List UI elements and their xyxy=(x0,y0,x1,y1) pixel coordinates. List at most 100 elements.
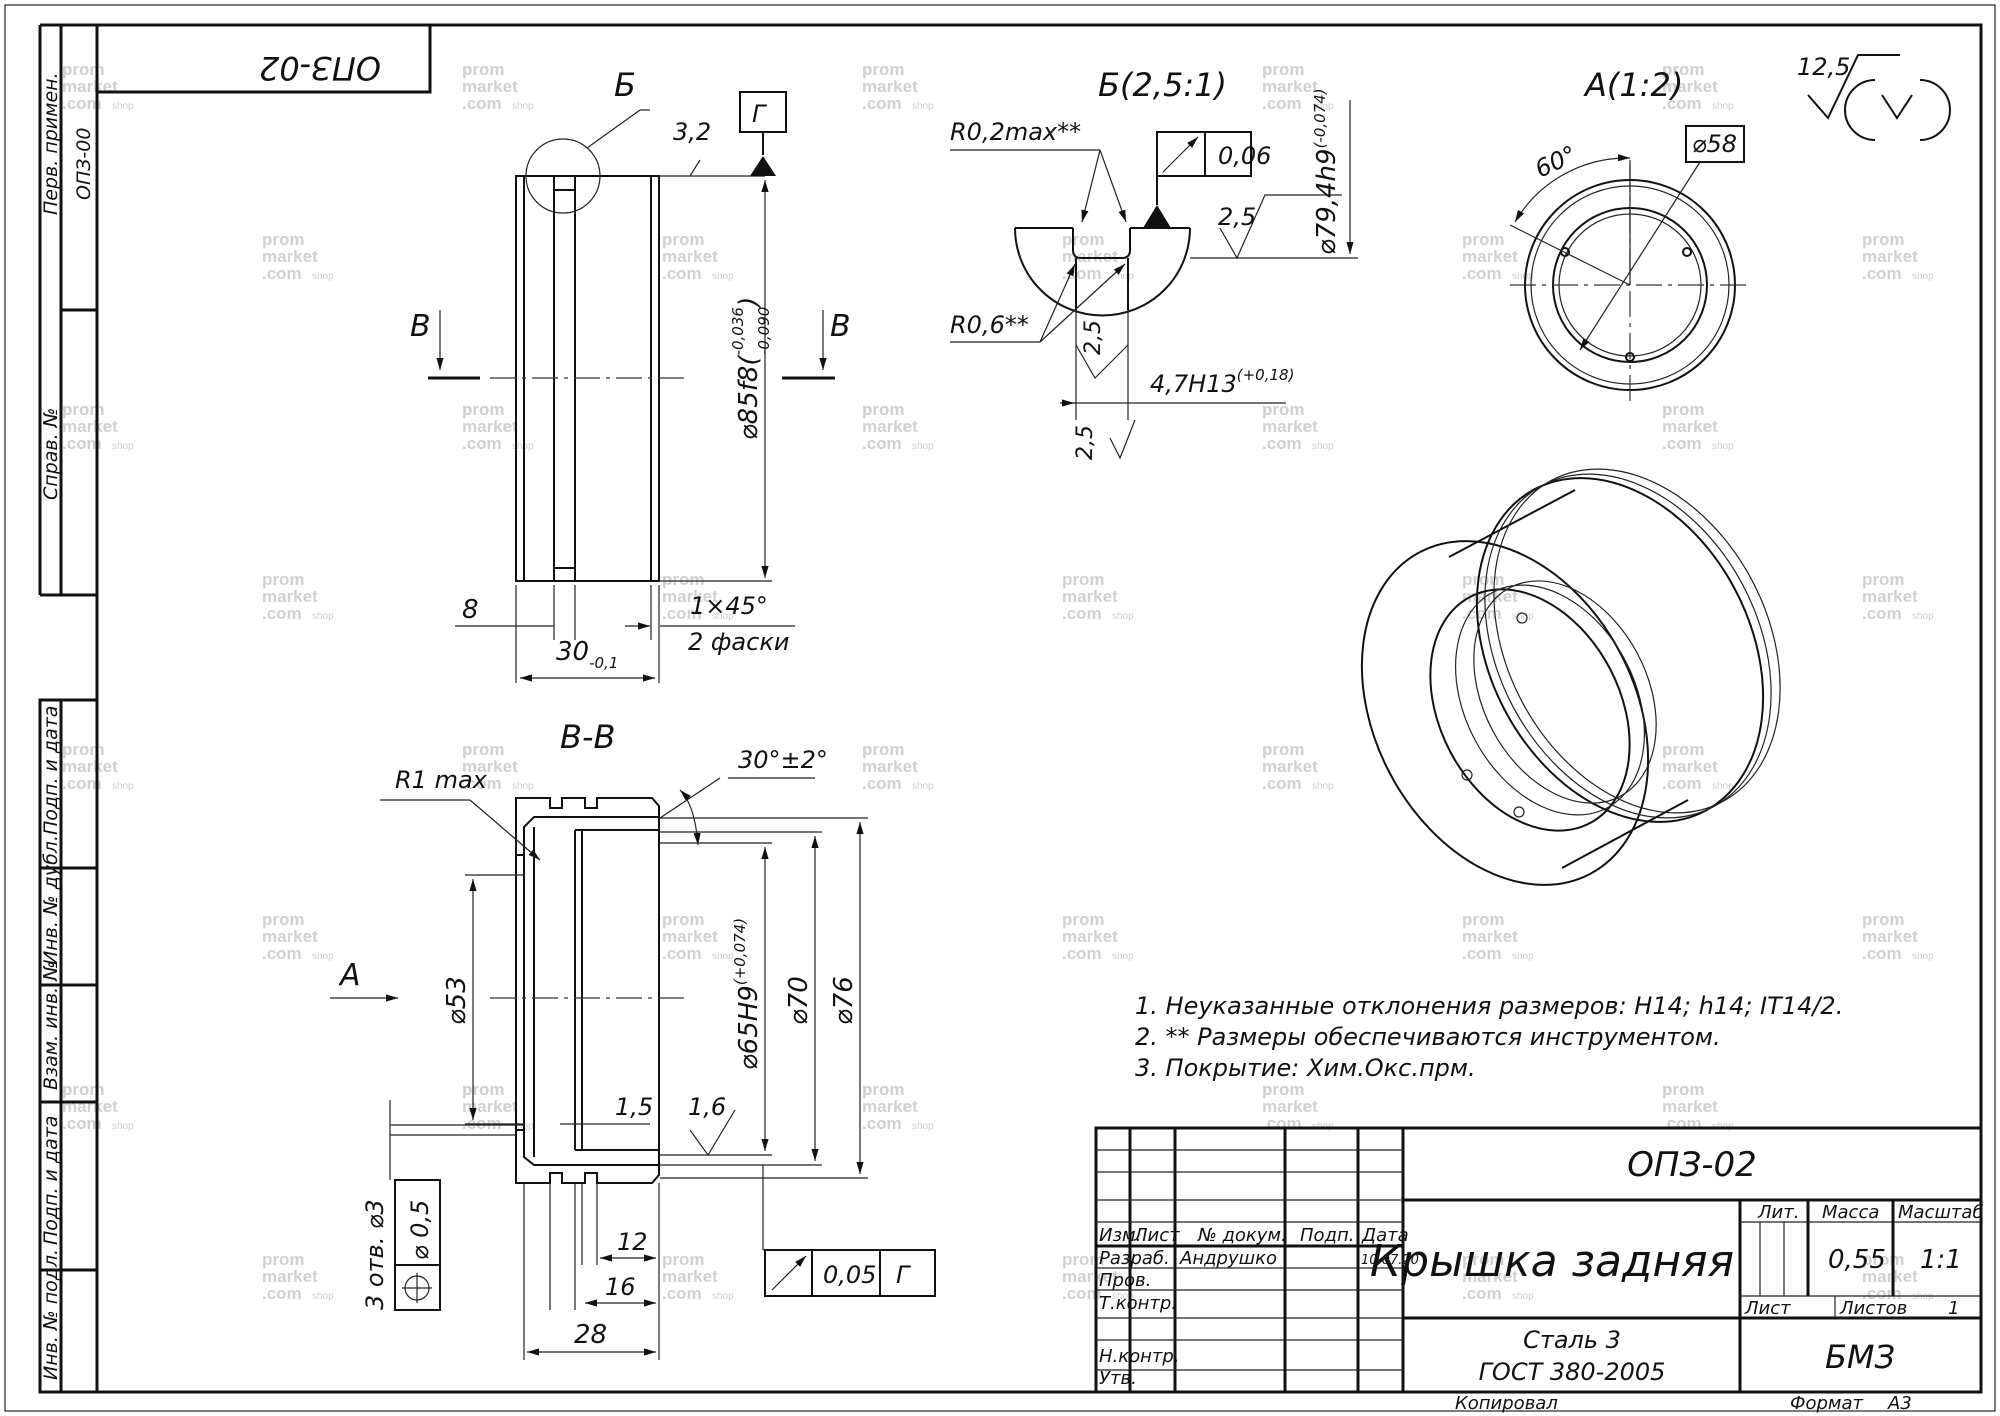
r02-note: R0,2max** xyxy=(950,118,1081,146)
svg-text:prom: prom xyxy=(262,570,305,589)
svg-text:shop: shop xyxy=(312,611,334,622)
svg-text:market: market xyxy=(1662,757,1718,776)
first-use-value: ОПЗ-00 xyxy=(73,128,95,200)
svg-text:market: market xyxy=(862,417,918,436)
runout-006: 0,06 xyxy=(1218,142,1271,170)
detail-b-title: Б(2,5:1) xyxy=(1098,66,1227,104)
dim-d76: ⌀76 xyxy=(829,976,859,1025)
svg-text:prom: prom xyxy=(62,60,105,79)
stamp-code: ОПЗ-02 xyxy=(259,49,381,87)
title-block: Изм. Лист № докум. Подп. Дата Разраб. Пр… xyxy=(1094,1126,1984,1394)
svg-text:.com: .com xyxy=(1062,944,1102,963)
svg-text:shop: shop xyxy=(112,781,134,792)
svg-text:.com: .com xyxy=(1262,774,1302,793)
svg-text:shop: shop xyxy=(912,781,934,792)
svg-text:shop: shop xyxy=(512,101,534,112)
tb-h-list: Лист xyxy=(1133,1225,1180,1246)
svg-text:market: market xyxy=(1862,247,1918,266)
ref-no-label: Справ. № xyxy=(40,408,62,500)
svg-text:shop: shop xyxy=(1512,951,1534,962)
sheet-footer: Копировал Формат А3 xyxy=(1455,1393,1912,1414)
svg-text:shop: shop xyxy=(1512,271,1534,282)
svg-text:market: market xyxy=(1462,927,1518,946)
svg-text:market: market xyxy=(1662,1097,1718,1116)
svg-text:market: market xyxy=(662,927,718,946)
svg-text:prom: prom xyxy=(1262,60,1305,79)
tb-material-1: Сталь 3 xyxy=(1523,1326,1621,1354)
tb-row-ncontr: Н.контр. xyxy=(1099,1346,1180,1367)
svg-text:.com: .com xyxy=(62,1114,102,1133)
section-b-left: В xyxy=(410,309,431,344)
svg-text:.com: .com xyxy=(862,94,902,113)
svg-text:.com: .com xyxy=(1662,774,1702,793)
svg-text:market: market xyxy=(1062,587,1118,606)
svg-text:.com: .com xyxy=(1662,94,1702,113)
note-1: 1. Неуказанные отклонения размеров: H14;… xyxy=(1135,992,1843,1020)
runout-datum: Г xyxy=(896,1261,911,1289)
svg-text:shop: shop xyxy=(1112,951,1134,962)
tb-h-izm: Изм. xyxy=(1099,1225,1141,1246)
svg-text:.com: .com xyxy=(1262,1114,1302,1133)
detail-b-label: Б xyxy=(614,66,636,104)
svg-text:shop: shop xyxy=(112,441,134,452)
svg-text:prom: prom xyxy=(862,400,905,419)
tb-mass: 0,55 xyxy=(1828,1245,1886,1275)
svg-text:.com: .com xyxy=(1862,264,1902,283)
svg-text:.com: .com xyxy=(662,264,702,283)
svg-text:shop: shop xyxy=(1912,271,1934,282)
svg-text:shop: shop xyxy=(1112,611,1134,622)
svg-text:.com: .com xyxy=(1662,434,1702,453)
svg-text:shop: shop xyxy=(1712,101,1734,112)
note-3: 3. Покрытие: Хим.Окс.прм. xyxy=(1135,1054,1476,1082)
tb-row-dev: Разраб. xyxy=(1099,1248,1170,1269)
svg-text:.com: .com xyxy=(662,1284,702,1303)
pos-tol: ⌀ 0,5 xyxy=(406,1200,434,1260)
svg-text:prom: prom xyxy=(862,740,905,759)
svg-text:market: market xyxy=(1662,77,1718,96)
dim-12: 12 xyxy=(617,1228,648,1256)
svg-text:prom: prom xyxy=(662,570,705,589)
svg-text:prom: prom xyxy=(62,1080,105,1099)
sign-date-2: Подп. и дата xyxy=(40,1116,62,1245)
svg-text:shop: shop xyxy=(112,101,134,112)
svg-text:shop: shop xyxy=(712,611,734,622)
svg-text:shop: shop xyxy=(1512,1291,1534,1302)
svg-text:.com: .com xyxy=(1462,264,1502,283)
svg-text:.com: .com xyxy=(1062,604,1102,623)
svg-text:.com: .com xyxy=(1462,604,1502,623)
svg-text:prom: prom xyxy=(462,400,505,419)
svg-text:.com: .com xyxy=(262,604,302,623)
svg-text:shop: shop xyxy=(712,1291,734,1302)
footer-copied: Копировал xyxy=(1455,1393,1558,1414)
svg-text:market: market xyxy=(1062,1267,1118,1286)
svg-text:prom: prom xyxy=(1862,230,1905,249)
svg-text:prom: prom xyxy=(1462,1250,1505,1269)
roughness-general-value: 12,5 xyxy=(1797,53,1850,81)
svg-text:shop: shop xyxy=(1912,951,1934,962)
main-side-view: Б 3,2 Г ⌀85f8(-0,036-0,090) В В 30-0,1 8… xyxy=(410,66,851,683)
svg-text:.com: .com xyxy=(462,94,502,113)
svg-text:market: market xyxy=(662,1267,718,1286)
svg-text:market: market xyxy=(62,757,118,776)
svg-text:prom: prom xyxy=(1462,230,1505,249)
svg-text:prom: prom xyxy=(1862,570,1905,589)
svg-text:.com: .com xyxy=(262,264,302,283)
dim-30: 30-0,1 xyxy=(556,637,618,672)
svg-text:market: market xyxy=(662,247,718,266)
